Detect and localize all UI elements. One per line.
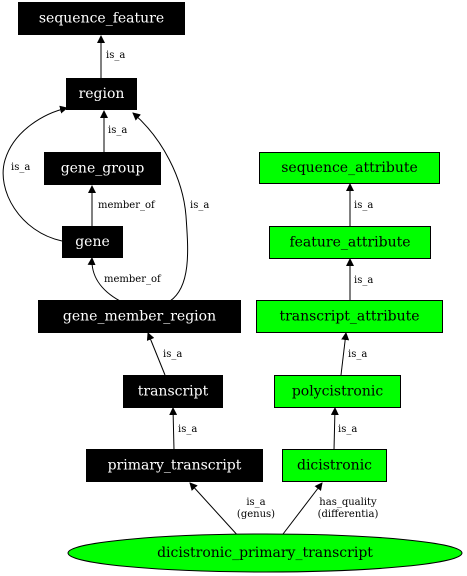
edge-polycistronic-to-transcript-attribute <box>340 332 350 376</box>
node-transcript[interactable]: transcript <box>123 375 223 408</box>
edge-gene-to-region <box>2 105 68 242</box>
edge-differentia <box>279 482 323 539</box>
node-label-gene-group: gene_group <box>61 161 145 177</box>
node-sequence-attribute[interactable]: sequence_attribute <box>259 152 440 184</box>
edge-dicistronic-to-polycistronic <box>330 407 339 451</box>
edges: is_a is_a is_a is_a member_of member_of … <box>2 35 379 539</box>
edge-label-differentia: has_quality <box>319 497 377 508</box>
node-gene-group[interactable]: gene_group <box>44 152 161 185</box>
node-gene-member-region[interactable]: gene_member_region <box>38 300 241 333</box>
edge-label-dicistronic-to-polycistronic: is_a <box>338 424 357 435</box>
node-label-transcript: transcript <box>138 384 209 400</box>
node-label-dicistronic: dicistronic <box>297 458 372 474</box>
edge-genus <box>189 482 241 539</box>
node-label-region: region <box>79 86 125 102</box>
edge-label-gene-member-region-to-gene: member_of <box>104 274 162 285</box>
edge-label-transcript-attribute-to-feature-attribute: is_a <box>354 275 373 286</box>
edge-label-gene-to-region: is_a <box>11 162 30 173</box>
node-label-sequence-attribute: sequence_attribute <box>281 160 418 176</box>
edge-label-transcript-to-gene-member-region: is_a <box>163 349 182 360</box>
edge-label-region-to-sequence-feature: is_a <box>106 50 125 61</box>
edge-label-gene-to-gene-group: member_of <box>98 200 156 211</box>
edge-gene-member-region-to-gene <box>87 257 121 302</box>
node-polycistronic[interactable]: polycistronic <box>274 375 401 408</box>
node-transcript-attribute[interactable]: transcript_attribute <box>256 300 443 333</box>
node-dicistronic[interactable]: dicistronic <box>282 449 387 482</box>
node-label-feature-attribute: feature_attribute <box>289 235 410 251</box>
node-label-sequence-feature: sequence_feature <box>39 11 164 27</box>
nodes: sequence_feature region gene_group gene … <box>18 2 463 573</box>
edge-gene-member-region-to-region <box>132 112 189 302</box>
edge-label-gene-member-region-to-region: is_a <box>190 200 209 211</box>
edge-sublabel-genus: (genus) <box>237 509 275 520</box>
node-primary-transcript[interactable]: primary_transcript <box>86 449 263 482</box>
edge-label-feature-attribute-to-sequence-attribute: is_a <box>354 200 373 211</box>
node-label-dicistronic-primary-transcript: dicistronic_primary_transcript <box>157 545 373 561</box>
node-label-primary-transcript: primary_transcript <box>108 458 242 474</box>
node-sequence-feature[interactable]: sequence_feature <box>18 2 185 35</box>
edge-sublabel-differentia: (differentia) <box>318 509 379 520</box>
edge-label-polycistronic-to-transcript-attribute: is_a <box>348 349 367 360</box>
edge-label-gene-group-to-region: is_a <box>108 125 127 136</box>
node-label-gene-member-region: gene_member_region <box>63 309 216 325</box>
node-label-gene: gene <box>75 234 110 250</box>
edge-label-genus: is_a <box>246 497 265 508</box>
edge-transcript-to-gene-member-region <box>146 332 166 376</box>
node-dicistronic-primary-transcript[interactable]: dicistronic_primary_transcript <box>67 533 463 573</box>
node-region[interactable]: region <box>66 78 137 110</box>
node-label-polycistronic: polycistronic <box>292 384 384 400</box>
node-gene[interactable]: gene <box>62 226 123 258</box>
node-label-transcript-attribute: transcript_attribute <box>279 309 419 325</box>
node-feature-attribute[interactable]: feature_attribute <box>269 226 431 259</box>
edge-label-primary-transcript-to-transcript: is_a <box>178 424 197 435</box>
edge-primary-transcript-to-transcript <box>169 407 178 451</box>
